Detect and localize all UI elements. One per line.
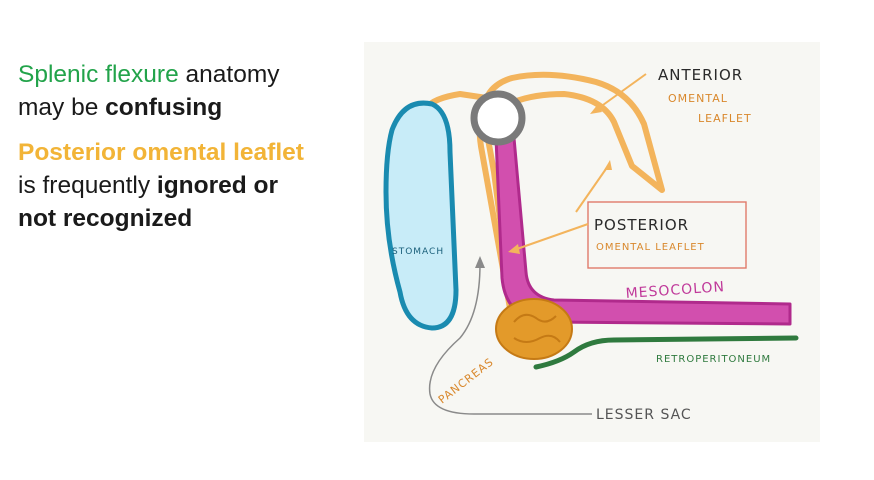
anterior-sub2: LEAFLET <box>698 112 752 125</box>
anterior-arrow-head <box>590 104 602 114</box>
line-5: not recognized <box>18 202 363 235</box>
not-recognized-term: not recognized <box>18 205 193 232</box>
line-1-rest: anatomy <box>178 61 280 88</box>
line-2: may be confusing <box>18 91 363 124</box>
posterior-leaflet-term: Posterior omental leaflet <box>18 139 304 166</box>
lesser-sac-arrow-head <box>475 256 485 268</box>
posterior-label-box <box>587 201 747 269</box>
posterior-arrow-2-head <box>508 244 520 254</box>
posterior-sub: OMENTAL LEAFLET <box>596 242 705 253</box>
stomach <box>383 100 459 331</box>
lesser-sac-label: LESSER SAC <box>596 407 692 423</box>
mesocolon-label: MESOCOLON <box>625 279 725 302</box>
posterior-arrow-1 <box>575 165 609 213</box>
pancreas <box>495 298 573 360</box>
anterior-title: ANTERIOR <box>658 66 743 84</box>
colon-ring <box>470 90 526 146</box>
ignored-term: ignored or <box>156 172 279 199</box>
line-4-text: is frequently <box>18 172 157 199</box>
line-4: is frequently ignored or <box>18 169 363 202</box>
splenic-flexure-term: Splenic flexure <box>18 61 179 88</box>
anterior-arrow <box>595 73 647 111</box>
posterior-arrow-2 <box>513 223 589 251</box>
confusing-term: confusing <box>105 94 223 121</box>
line-3: Posterior omental leaflet <box>18 136 363 169</box>
pancreas-texture <box>513 313 561 343</box>
splenic-flexure-diagram: ANTERIOR OMENTAL LEAFLET POSTERIOR OMENT… <box>364 42 820 442</box>
anterior-sub1: OMENTAL <box>668 92 728 105</box>
retroperitoneum <box>533 335 799 370</box>
stomach-label: STOMACH <box>392 247 444 257</box>
line-1: Splenic flexure anatomy <box>18 58 363 91</box>
posterior-title: POSTERIOR <box>594 216 689 234</box>
slide-text: Splenic flexure anatomy may be confusing… <box>18 58 363 235</box>
retroperitoneum-label: RETROPERITONEUM <box>656 354 771 365</box>
posterior-arrow-1-head <box>604 160 612 170</box>
line-2-text: may be <box>18 94 106 121</box>
lesser-sac-arrow <box>428 263 592 415</box>
